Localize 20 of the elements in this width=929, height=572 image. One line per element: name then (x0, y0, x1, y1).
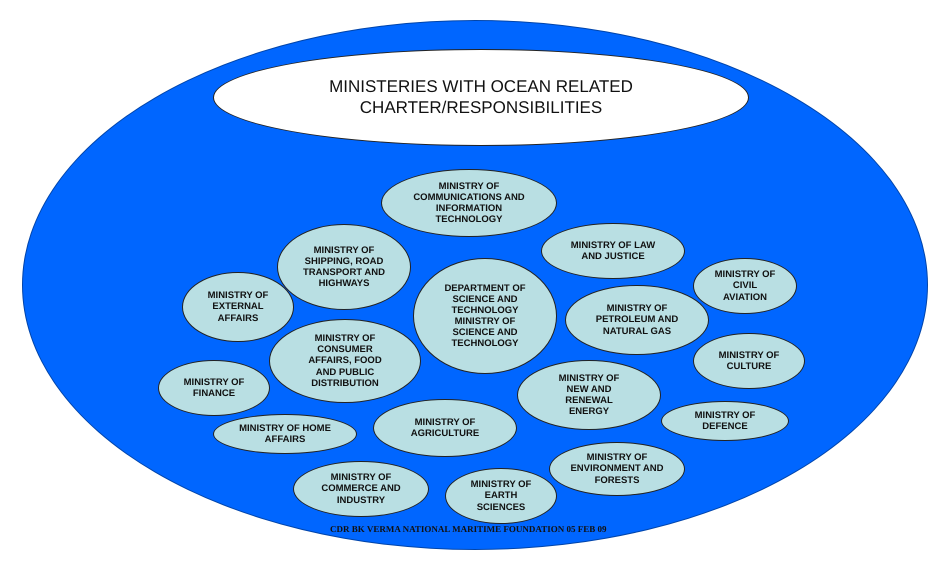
footer-note: CDR BK VERMA NATIONAL MARITIME FOUNDATION 05 FEB 09 (330, 524, 607, 534)
ministry-name: MINISTRY OF CIVIL AVIATION (714, 269, 776, 303)
ministry-name: MINISTRY OF PETROLEUM AND NATURAL GAS (594, 303, 680, 337)
ministry-name: MINISTRY OF LAW AND JUSTICE (570, 240, 656, 262)
ministry-name: MINISTRY OF FINANCE (182, 376, 246, 400)
ministry-name: MINISTRY OF ENVIRONMENT AND FORESTS (569, 452, 665, 486)
ministry-name: MINISTRY OF EXTERNAL AFFAIRS (206, 290, 270, 324)
ministry-ellipse (517, 360, 661, 430)
ministry-name: MINISTRY OF HOME AFFAIRS (238, 422, 332, 446)
ministry-name: DEPARTMENT OF SCIENCE AND TECHNOLOGY MINISTRY OF SCIENCE AND TECHNOLOGY (443, 282, 527, 350)
ministry-name: MINISTRY OF CULTURE (718, 350, 780, 372)
ministry-name: MINISTRY OF SHIPPING, ROAD TRANSPORT AND HIGHWAYS (302, 244, 386, 290)
title-text: MINISTERIES WITH OCEAN RELATED CHARTER/RESPONSIBILITIES (328, 77, 634, 118)
ministry-name: MINISTRY OF COMMUNICATIONS AND INFORMATION TECHNOLOGY (412, 180, 526, 226)
ministry-name: MINISTRY OF AGRICULTURE (410, 416, 480, 440)
ministry-name: MINISTRY OF NEW AND RENEWAL ENERGY (558, 372, 620, 418)
ministry-name: MINISTRY OF EARTH SCIENCES (470, 479, 532, 513)
ministry-name: MINISTRY OF CONSUMER AFFAIRS, FOOD AND PUBLIC DISTRIBUTION (307, 333, 383, 389)
ministry-name: MINISTRY OF COMMERCE AND INDUSTRY (320, 472, 402, 506)
ministry-name: MINISTRY OF DEFENCE (694, 410, 756, 432)
